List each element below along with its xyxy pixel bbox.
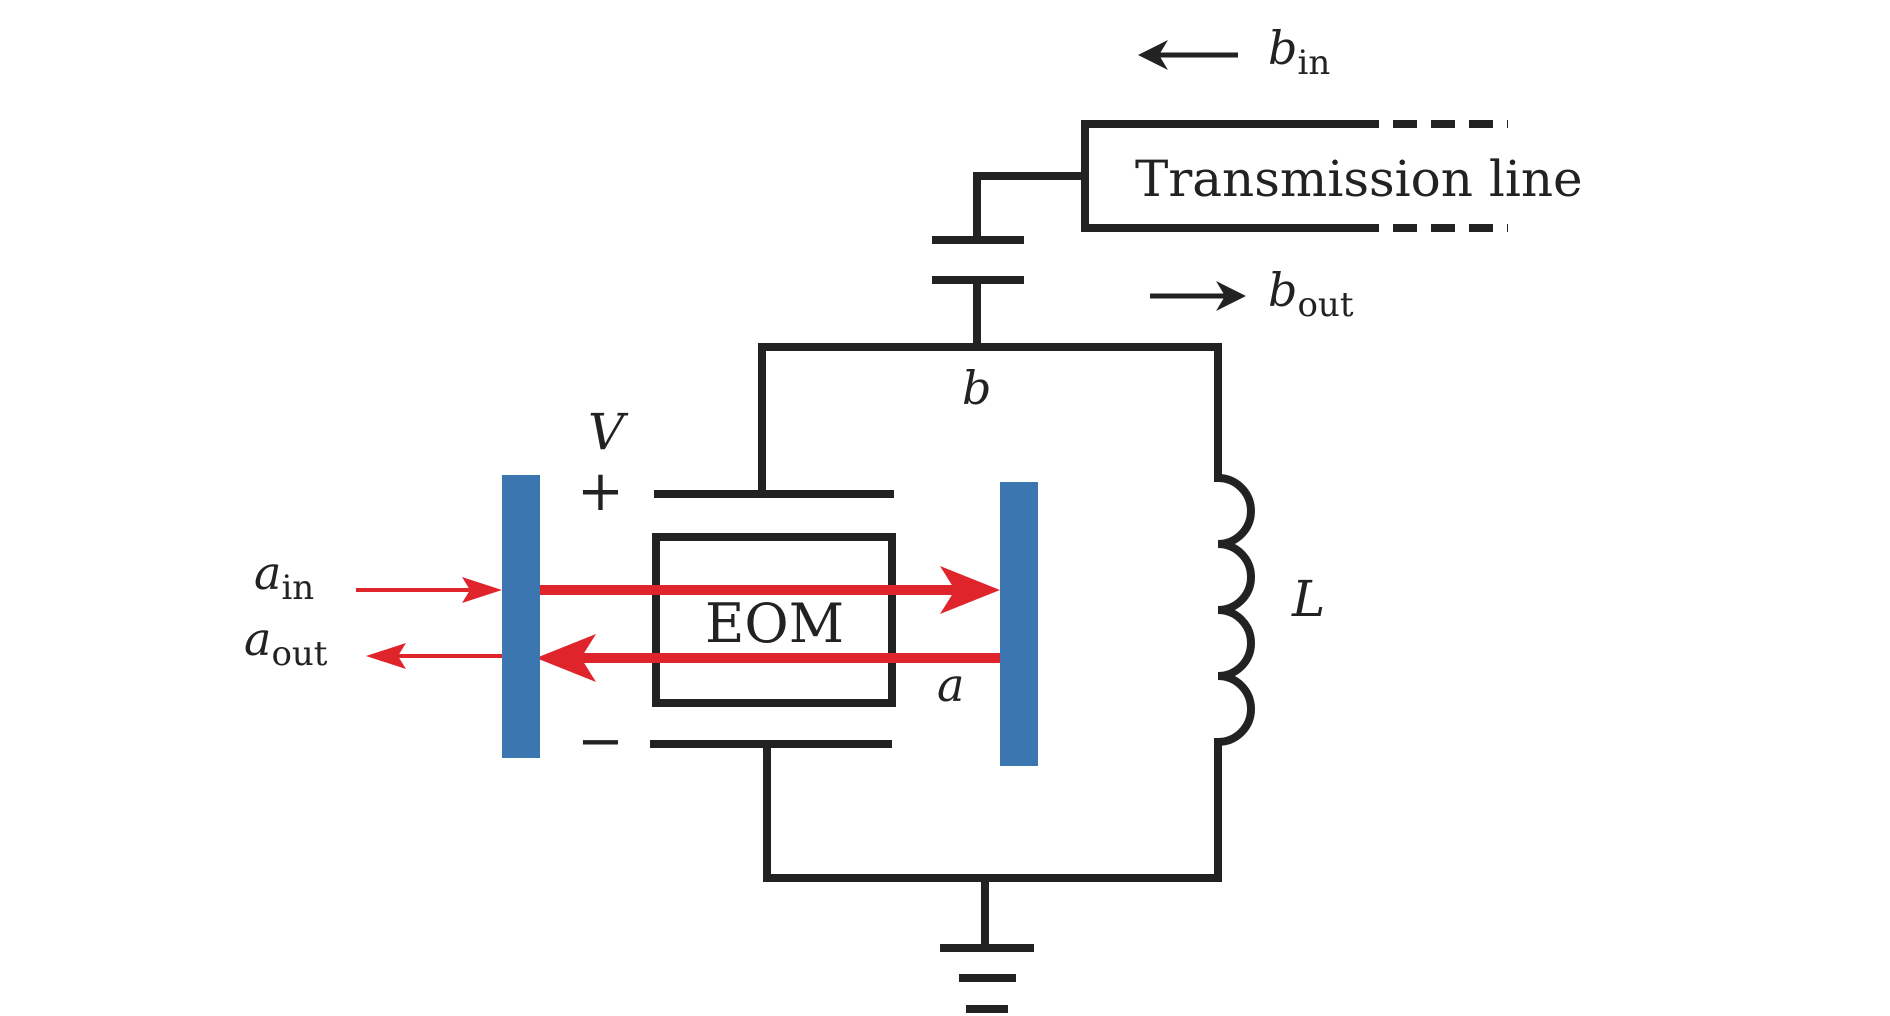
top-wire [758,343,1222,494]
b-in-label: bin [1268,21,1330,83]
cavity-mode-label: a [937,658,964,712]
eom-label: EOM [705,592,844,655]
a-out-arrowhead [366,643,406,669]
lc-circuit [758,343,1255,950]
inductor-label: L [1291,570,1325,628]
backward-beam-arrowhead [536,634,596,682]
b-in-symbol: b [1268,21,1297,75]
b-out-symbol: b [1268,263,1297,317]
transmission-line-label: Transmission line [1135,150,1583,208]
inductor-coil [1213,473,1255,747]
voltage-label: V [588,403,629,461]
b-out-label: bout [1268,263,1354,325]
output-mirror [1000,482,1038,766]
minus-label: − [577,709,624,774]
a-in-symbol: a [254,546,281,600]
a-in-arrowhead [462,577,502,603]
a-in-label: ain [254,546,314,608]
b-in-subscript: in [1297,43,1330,83]
a-out-symbol: a [244,612,271,666]
b-out-subscript: out [1297,285,1353,325]
a-in-subscript: in [281,568,314,608]
bottom-wire [763,738,1222,882]
plus-label: + [577,459,624,524]
eom-box [652,533,896,707]
node-b-label: b [962,361,991,415]
transmission-line [1081,120,1508,232]
coupling-capacitor [932,172,1089,351]
forward-beam-arrowhead [940,566,1000,614]
a-out-subscript: out [271,634,327,674]
a-out-label: aout [244,612,328,674]
ground-symbol [940,944,1034,1013]
input-mirror [502,475,540,758]
coupling-wire-top [973,172,1089,244]
